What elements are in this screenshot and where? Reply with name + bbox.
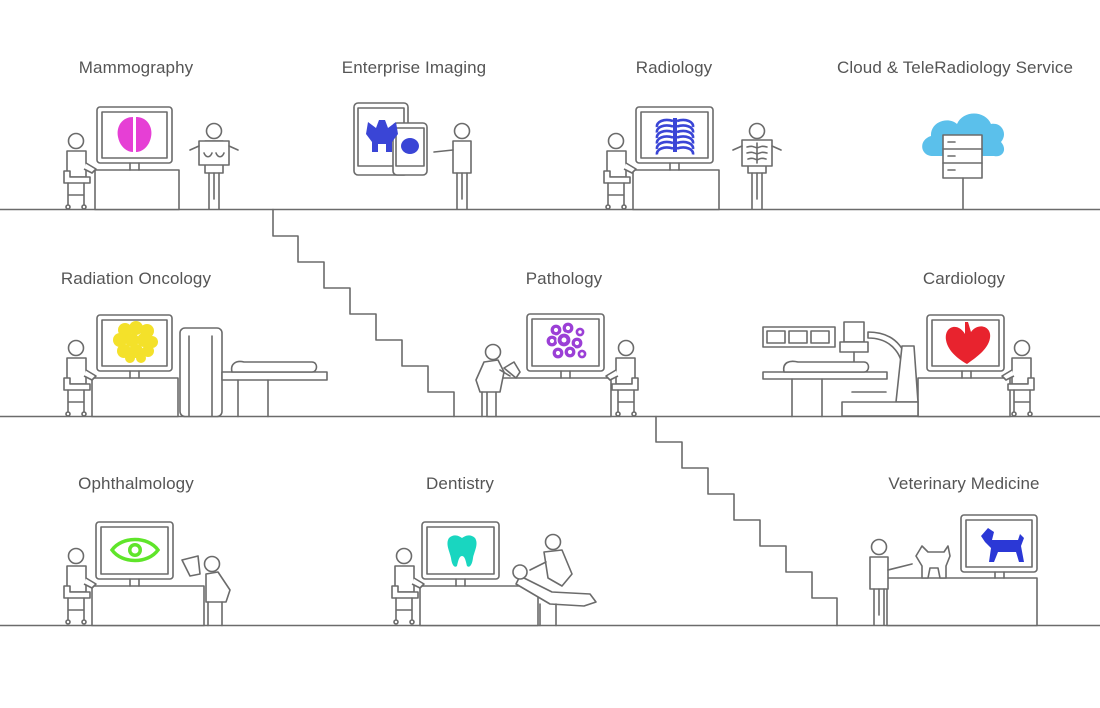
pathologist-figure (475, 343, 521, 418)
rib-right-mark (676, 135, 695, 144)
cell-nucleus-mark (578, 330, 582, 334)
brain-icon (401, 138, 419, 154)
label-ophthalmology: Ophthalmology (78, 474, 194, 493)
cell-nucleus-mark (553, 327, 559, 333)
cell-nucleus-mark (567, 349, 573, 355)
pathology-scene (475, 313, 639, 418)
dentistry-scene (391, 521, 597, 627)
label-radiation-oncology: Radiation Oncology (60, 269, 212, 288)
stairs-upper (272, 208, 455, 418)
brain-lobe-mark (129, 321, 143, 335)
rib-right-mark (676, 124, 695, 133)
rib-left-mark (655, 124, 674, 133)
radiation-oncology-scene (63, 314, 328, 418)
pelvis-icon (366, 120, 398, 152)
brain-lobe-mark (125, 353, 135, 363)
brain-lobe-mark (142, 345, 154, 357)
stairs-lower (655, 415, 838, 627)
cell-nucleus-mark (580, 352, 584, 356)
radiology-scene (603, 106, 782, 211)
rib-left-mark (655, 146, 674, 155)
label-dentistry: Dentistry (426, 474, 494, 493)
brain-lobe-mark (113, 333, 127, 347)
enterprise-imaging-scene (353, 102, 472, 210)
cells-icon (545, 321, 588, 360)
eye-icon (109, 537, 161, 563)
label-cardiology: Cardiology (922, 269, 1006, 288)
cell-nucleus-mark (574, 340, 580, 346)
spine-mark (673, 118, 677, 152)
rib-right-mark (676, 140, 695, 150)
cell-nucleus-mark (555, 350, 561, 356)
cloud-scene (922, 113, 1005, 210)
microscope-icon (503, 361, 521, 379)
dog-icon (981, 528, 1024, 562)
label-enterprise-imaging: Enterprise Imaging (341, 58, 487, 77)
tooth-icon (447, 535, 477, 567)
rib-right-mark (676, 129, 695, 139)
label-mammography: Mammography (78, 58, 194, 77)
rib-left-mark (655, 140, 674, 150)
cell-nucleus-mark (561, 337, 567, 343)
cell-nucleus-mark (549, 338, 555, 344)
heart-icon (945, 322, 991, 364)
brain-lobe-mark (136, 353, 146, 363)
ribcage-icon (655, 118, 695, 155)
ophthalmology-scene (63, 521, 231, 627)
cardiology-scene (762, 314, 1035, 418)
rib-right-mark (676, 146, 695, 155)
label-radiology: Radiology (635, 58, 713, 77)
brain-lobe-mark (125, 333, 139, 347)
label-pathology: Pathology (525, 269, 603, 288)
mammography-scene (63, 106, 239, 211)
rib-left-mark (655, 118, 674, 128)
rib-left-mark (655, 135, 674, 144)
brain-icon-yellow (113, 321, 158, 363)
brain-lobe-mark (146, 336, 158, 348)
rib-right-mark (676, 118, 695, 128)
rib-left-mark (655, 129, 674, 139)
veterinary-scene (869, 514, 1038, 627)
label-veterinary-medicine: Veterinary Medicine (888, 474, 1040, 493)
cell-nucleus-mark (565, 325, 571, 331)
mammography-screen-icon (117, 117, 152, 152)
label-cloud-teleradiology: Cloud & TeleRadiology Service (837, 58, 1073, 77)
